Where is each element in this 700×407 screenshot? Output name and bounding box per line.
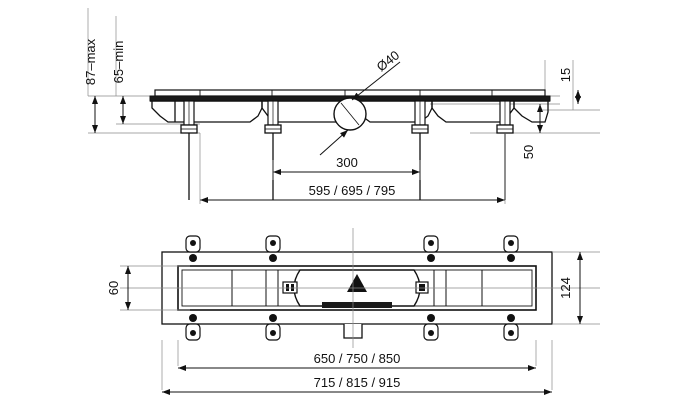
mounting-tab: [265, 314, 281, 341]
leg: [180, 100, 198, 200]
dim-channel-width-group: 60: [106, 266, 131, 310]
plan-mounting-tabs-bottom: [185, 314, 519, 341]
dim-side-body-length-group: 595 / 695 / 795: [199, 133, 506, 204]
mounting-tab: [265, 235, 281, 262]
mounting-tab: [423, 314, 439, 341]
dim-channel-width: 60: [106, 281, 121, 295]
plan-view: 60 124 650 / 750 / 850 715 / 815 / 915: [106, 228, 600, 395]
dim-side-body-length: 595 / 695 / 795: [309, 183, 396, 198]
plan-extension-lines: [120, 251, 600, 390]
dim-flange-thickness: 15: [558, 68, 573, 82]
dim-height-min: 65–min: [111, 41, 126, 84]
dim-plan-body-length: 650 / 750 / 850: [314, 351, 401, 366]
mounting-tab: [503, 235, 519, 262]
dim-plan-body-length-group: 650 / 750 / 850: [178, 351, 536, 371]
dim-leg-spacing: 300: [336, 155, 358, 170]
dim-overall-length-group: 715 / 815 / 915: [162, 375, 552, 395]
dim-flange-thickness-group: 15: [558, 68, 581, 104]
channel-body-profile: [151, 101, 549, 123]
mounting-tab: [423, 235, 439, 262]
outlet-leader-lines: [319, 61, 401, 156]
outlet-circle: [333, 97, 367, 131]
side-elevation-view: Ø40 87–max 65–min 15 50 300 595: [83, 8, 600, 204]
dim-leg-spacing-group: 300: [273, 155, 420, 175]
mounting-tab: [185, 314, 201, 341]
dim-overall-width: 124: [558, 277, 573, 299]
plan-centrelines: [120, 228, 600, 348]
dim-body-depth: 50: [521, 145, 536, 159]
mounting-tab: [185, 235, 201, 262]
direction-marker-icon: [347, 274, 367, 292]
plan-siphon-body: [282, 269, 429, 308]
dim-overall-width-group: 124: [558, 252, 583, 324]
dim-height-min-group: 65–min: [111, 41, 126, 124]
dim-body-depth-group: 50: [521, 104, 543, 159]
plan-mounting-tabs-top: [185, 235, 519, 262]
dim-height-max-group: 87–max: [83, 38, 98, 133]
dim-overall-length: 715 / 815 / 915: [314, 375, 401, 390]
mounting-tab: [503, 314, 519, 341]
dim-height-max: 87–max: [83, 38, 98, 85]
plan-outlet-bar: [322, 302, 392, 308]
